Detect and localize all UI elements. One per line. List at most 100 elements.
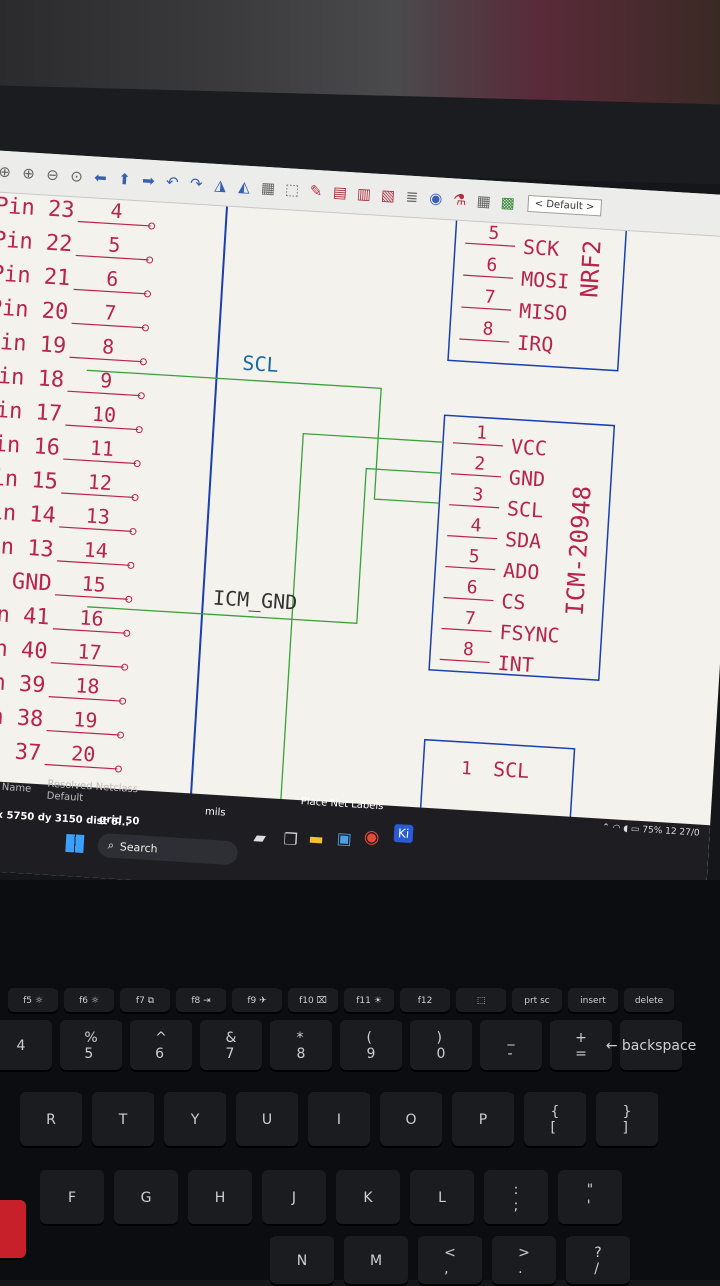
chrome-icon[interactable]: ◉	[363, 826, 380, 848]
arrow-left-icon[interactable]: ⬅	[90, 167, 111, 188]
arrow-right-icon[interactable]: ➡	[138, 170, 159, 191]
kicad-app-icon[interactable]: Ki	[394, 824, 414, 843]
caps-key[interactable]	[0, 1200, 26, 1260]
key[interactable]: insert	[568, 988, 618, 1014]
key[interactable]: O	[380, 1092, 442, 1148]
key[interactable]: : ;	[484, 1170, 548, 1226]
zoom-selection-icon[interactable]: ⊙	[66, 165, 87, 186]
wire-vcc[interactable]	[279, 434, 443, 840]
chevron-up-icon[interactable]: ⌃	[602, 823, 610, 833]
file-explorer-icon[interactable]: ▬	[308, 829, 324, 849]
key[interactable]: J	[262, 1170, 326, 1226]
key[interactable]: < ,	[418, 1236, 482, 1286]
key[interactable]: " '	[558, 1170, 622, 1226]
key[interactable]: T	[92, 1092, 154, 1148]
key[interactable]: N	[270, 1236, 334, 1286]
zoom-fit-icon[interactable]: ⊕	[0, 161, 15, 182]
icm-pin-number: 1	[476, 422, 488, 444]
key[interactable]: H	[188, 1170, 252, 1226]
key[interactable]: f7 ⧉	[120, 988, 170, 1014]
key[interactable]: F	[40, 1170, 104, 1226]
key[interactable]: G	[114, 1170, 178, 1226]
rotate-cw-icon[interactable]: ↷	[186, 173, 207, 194]
key[interactable]: ( 9	[340, 1020, 402, 1072]
store-icon[interactable]: ▣	[336, 828, 352, 848]
key[interactable]: { [	[524, 1092, 586, 1148]
key[interactable]: M	[344, 1236, 408, 1286]
key[interactable]: delete	[624, 988, 674, 1014]
net-label-icm-gnd[interactable]: ICM_GND	[212, 585, 298, 614]
key[interactable]: U	[236, 1092, 298, 1148]
key[interactable]: K	[336, 1170, 400, 1226]
key[interactable]: > .	[492, 1236, 556, 1286]
net-label-scl[interactable]: SCL	[242, 351, 280, 377]
pcb-icon[interactable]: ▩	[497, 192, 518, 213]
key[interactable]: ⬚	[456, 988, 506, 1014]
task-view-icon[interactable]: ❐	[283, 829, 298, 849]
netlist-icon[interactable]: ◉	[425, 187, 446, 208]
left-pin-name: Pin 18	[0, 363, 65, 393]
left-pin-name: Pin 23	[0, 193, 75, 223]
key[interactable]: L	[410, 1170, 474, 1226]
nrf-pin-name: SCK	[522, 235, 560, 261]
rotate-ccw-icon[interactable]: ↶	[162, 171, 183, 192]
key[interactable]: ? /	[566, 1236, 630, 1286]
left-pin-name: Pin 40	[0, 635, 48, 665]
key[interactable]: Y	[164, 1092, 226, 1148]
zoom-out-icon[interactable]: ⊖	[42, 164, 63, 185]
clock-time[interactable]: 12	[665, 826, 677, 837]
taskbar-search[interactable]: ⌕ Search	[97, 833, 238, 866]
units-label: mils	[205, 806, 226, 818]
key[interactable]: f10 ⌧	[288, 988, 338, 1014]
key[interactable]: + =	[550, 1020, 612, 1072]
key[interactable]: ← backspace	[620, 1020, 682, 1072]
view-preset-dropdown[interactable]: < Default >	[527, 195, 602, 216]
icm-pin-name: GND	[508, 465, 546, 491]
key[interactable]: f9 ✈	[232, 988, 282, 1014]
hierarchy-icon[interactable]: ▦	[258, 177, 279, 198]
scripting-icon[interactable]: ▦	[473, 190, 494, 211]
key[interactable]: 4	[0, 1020, 52, 1072]
key[interactable]: I	[308, 1092, 370, 1148]
key[interactable]: & 7	[200, 1020, 262, 1072]
key[interactable]: ^ 6	[130, 1020, 192, 1072]
symbol-editor-icon[interactable]: ▥	[353, 183, 374, 204]
key[interactable]: f8 ⇥	[176, 988, 226, 1014]
annotate-icon[interactable]: ✎	[306, 180, 327, 201]
nrf-reference: NRF2	[575, 239, 606, 298]
footprint-icon[interactable]: ▧	[377, 184, 398, 205]
erc-icon[interactable]: ▤	[330, 181, 351, 202]
icm-pin-number: 7	[464, 608, 476, 630]
nrf-pin-number: 6	[486, 255, 498, 277]
icm-pin-name: ADO	[503, 558, 541, 584]
key[interactable]: f6 ☼	[64, 988, 114, 1014]
windows-start-icon[interactable]	[65, 834, 84, 853]
arrow-up-icon[interactable]: ⬆	[114, 168, 135, 189]
key[interactable]: f11 ☀	[344, 988, 394, 1014]
key[interactable]: % 5	[60, 1020, 122, 1072]
mirror-v-icon[interactable]: ◭	[234, 175, 255, 196]
key[interactable]: f12	[400, 988, 450, 1014]
key[interactable]: * 8	[270, 1020, 332, 1072]
key[interactable]: P	[452, 1092, 514, 1148]
key[interactable]: R	[20, 1092, 82, 1148]
wire-scl[interactable]	[80, 370, 446, 503]
simulator-icon[interactable]: ⚗	[449, 189, 470, 210]
key[interactable]: } ]	[596, 1092, 658, 1148]
wifi-icon[interactable]: ◠	[612, 823, 620, 833]
battery-icon[interactable]: ▭	[631, 824, 640, 835]
left-pin-number: 18	[75, 673, 101, 698]
widgets-icon[interactable]: ▰	[253, 827, 266, 847]
left-pin-number: 4	[110, 198, 123, 223]
key[interactable]: f5 ☼	[8, 988, 58, 1014]
key[interactable]: _ -	[480, 1020, 542, 1072]
mirror-h-icon[interactable]: ◮	[210, 174, 231, 195]
zoom-in-icon[interactable]: ⊕	[18, 162, 39, 183]
icm-pin-name: FSYNC	[499, 620, 561, 648]
key[interactable]: prt sc	[512, 988, 562, 1014]
leave-sheet-icon[interactable]: ⬚	[282, 178, 303, 199]
bom-icon[interactable]: ≣	[401, 186, 422, 207]
volume-icon[interactable]: ◖	[623, 824, 628, 834]
key[interactable]: ) 0	[410, 1020, 472, 1072]
